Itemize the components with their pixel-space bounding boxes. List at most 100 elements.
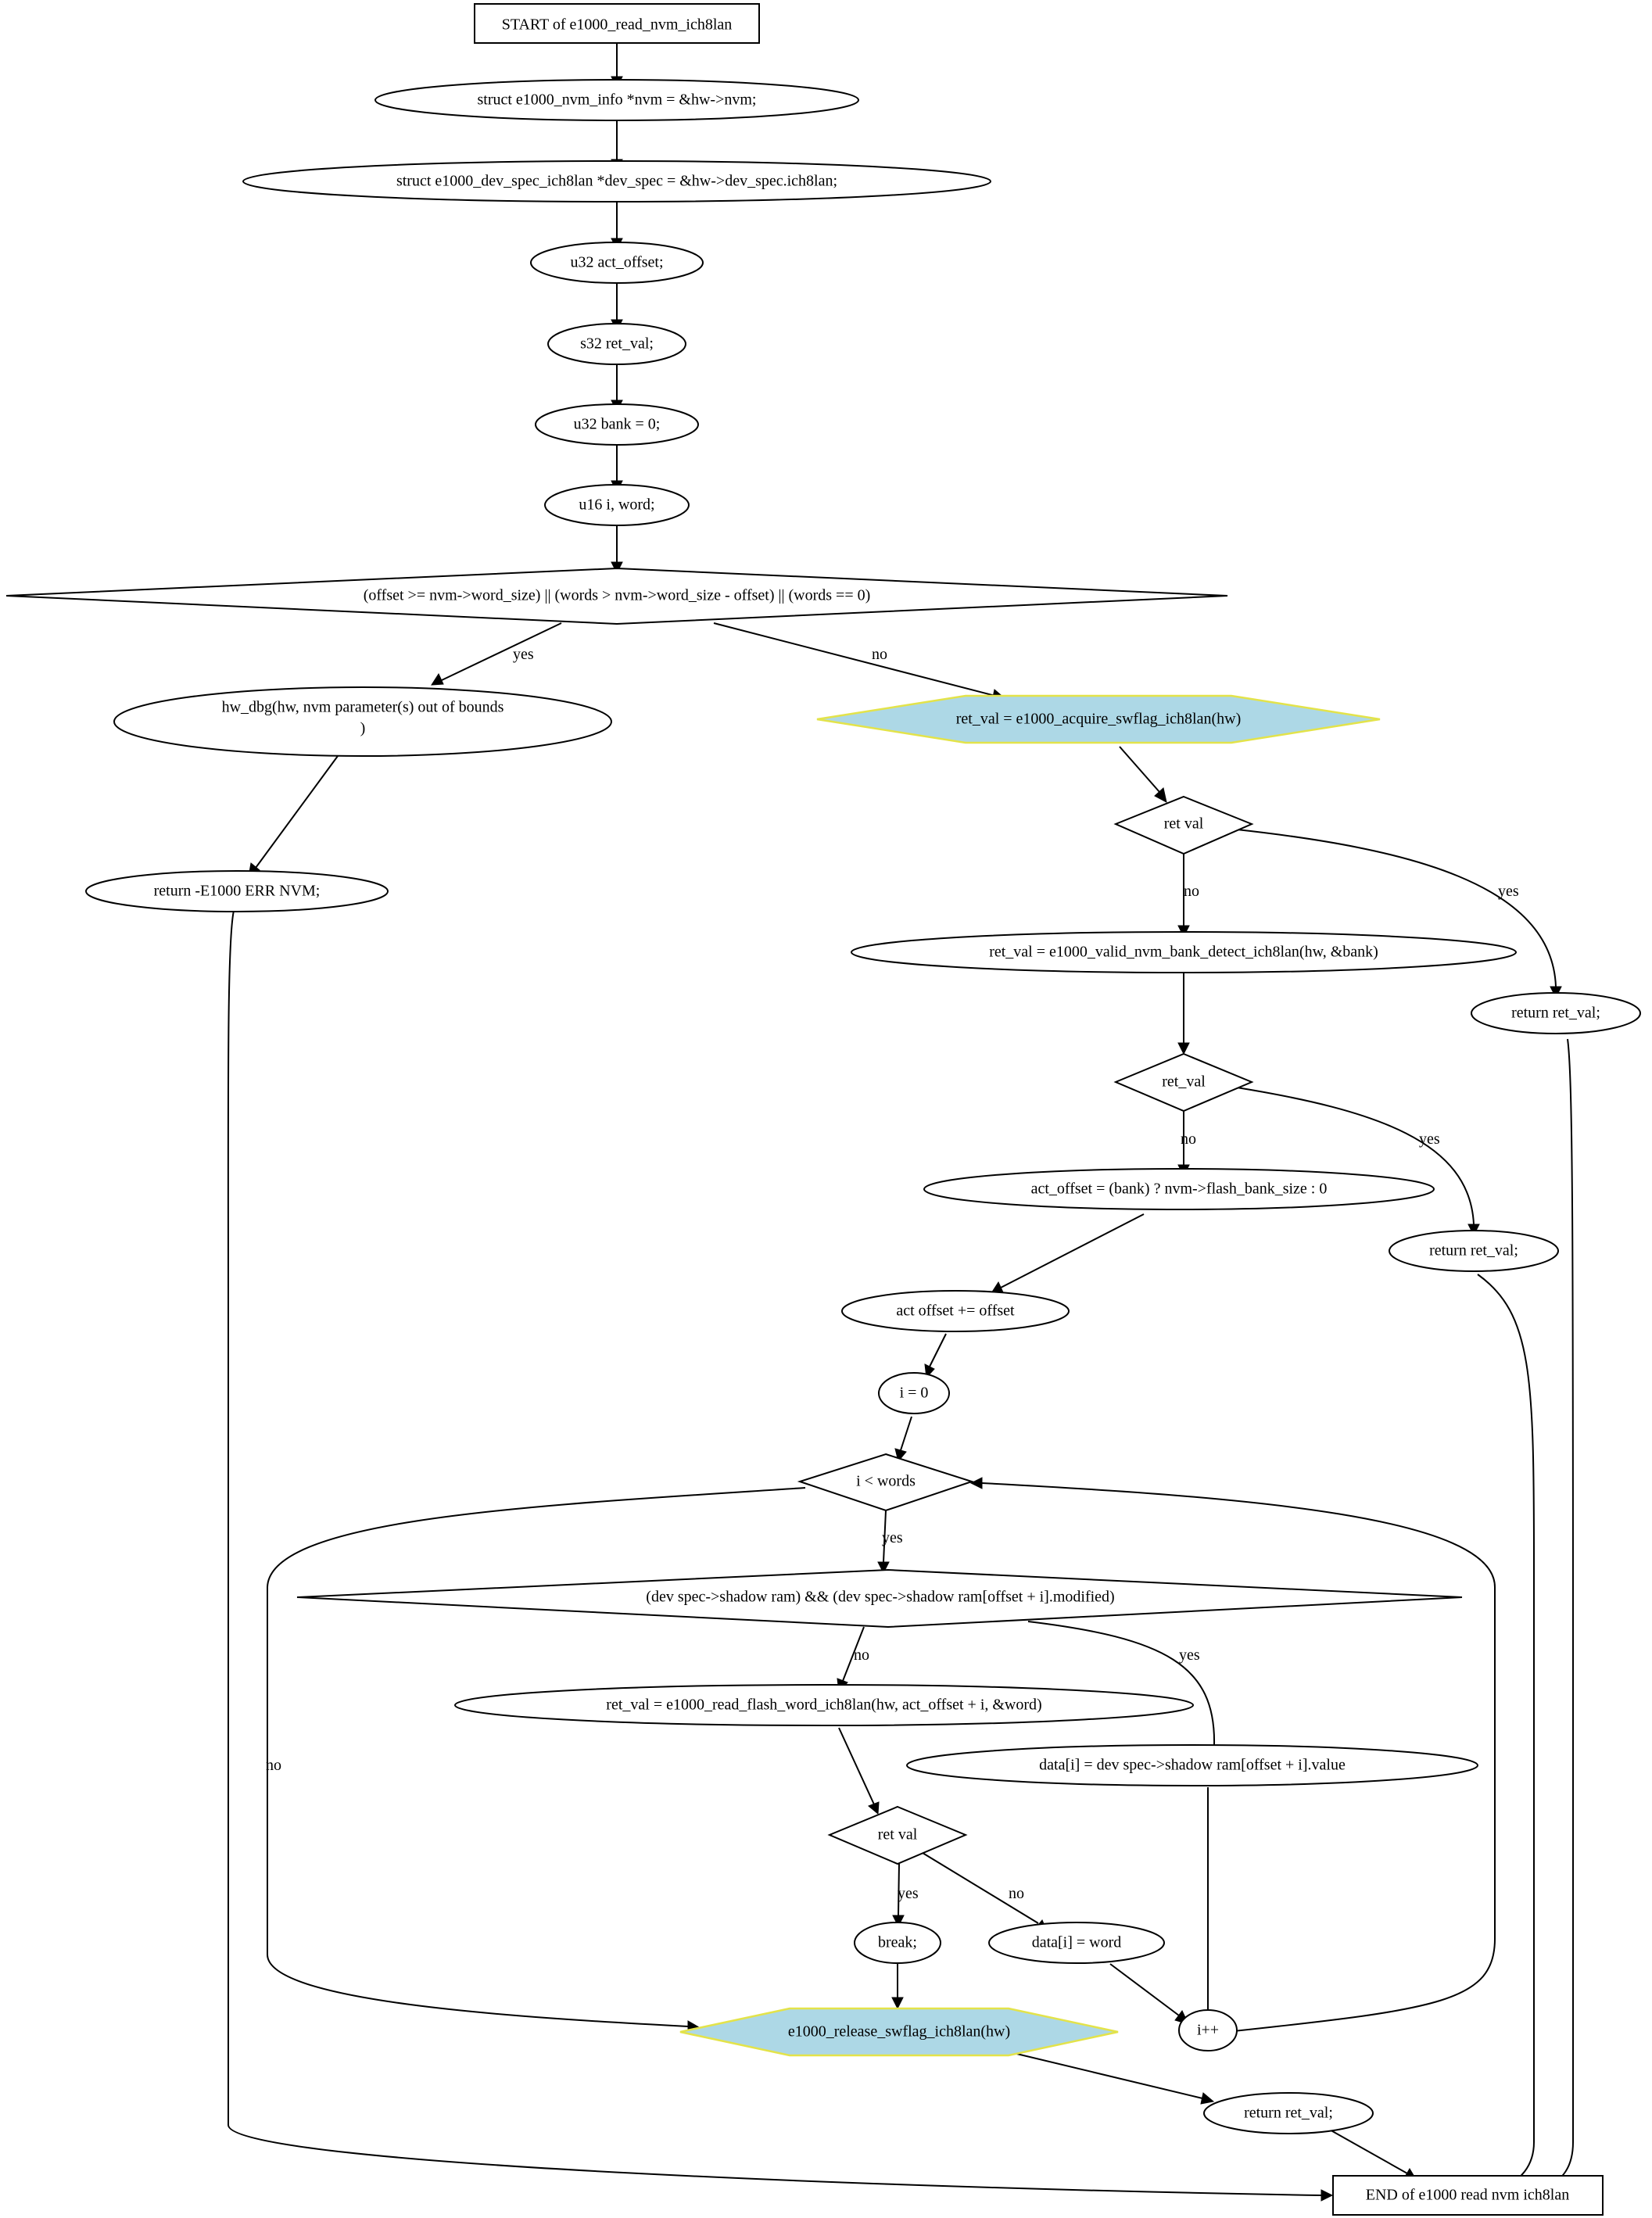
node-i-inc[interactable]: i++ bbox=[1178, 2009, 1238, 2051]
edge-label-rv2-yes: yes bbox=[1419, 1130, 1440, 1148]
edge-label-rv3-no: no bbox=[1009, 1885, 1024, 1902]
edge-loop-yes bbox=[883, 1510, 887, 1563]
edge-label-loop-no: no bbox=[266, 1757, 281, 1774]
node-return-1[interactable]: return ret_val; bbox=[1471, 992, 1641, 1034]
node-decl-nvm-label: struct e1000_nvm_info *nvm = &hw->nvm; bbox=[478, 91, 757, 109]
node-return-err[interactable]: return -E1000 ERR NVM; bbox=[85, 870, 389, 912]
arrowhead bbox=[1200, 2092, 1215, 2105]
node-return-1-label: return ret_val; bbox=[1511, 1005, 1600, 1022]
arrowhead bbox=[1321, 2189, 1334, 2202]
edge-rv2-yes bbox=[1236, 1087, 1475, 1225]
node-decl-dev-spec[interactable]: struct e1000_dev_spec_ich8lan *dev_spec … bbox=[242, 160, 991, 202]
edge-iinit-to-loop bbox=[900, 1416, 912, 1451]
node-return-err-label: return -E1000 ERR NVM; bbox=[154, 883, 321, 900]
node-decl-i-word[interactable]: u16 i, word; bbox=[544, 484, 690, 526]
edge-actassign-to-actadd bbox=[1000, 1213, 1145, 1288]
node-cond-shadow[interactable]: (dev spec->shadow ram) && (dev spec->sha… bbox=[296, 1568, 1463, 1629]
node-decl-i-word-label: u16 i, word; bbox=[579, 496, 654, 514]
node-shadow-assign-label: data[i] = dev spec->shadow ram[offset + … bbox=[1039, 1757, 1346, 1774]
node-shadow-assign[interactable]: data[i] = dev spec->shadow ram[offset + … bbox=[906, 1744, 1478, 1786]
node-act-offset-add[interactable]: act offset += offset bbox=[841, 1290, 1070, 1332]
edge-label-shadow-no: no bbox=[854, 1646, 869, 1664]
arrowhead bbox=[431, 672, 444, 686]
node-data-word-label: data[i] = word bbox=[1032, 1934, 1122, 1951]
edge-bounds-no bbox=[713, 622, 996, 697]
edge-shadow-yes bbox=[1027, 1621, 1216, 1746]
edge-label-bounds-no: no bbox=[872, 646, 887, 663]
arrowhead bbox=[868, 1801, 880, 1815]
node-decl-dev-spec-label: struct e1000_dev_spec_ich8lan *dev_spec … bbox=[396, 173, 837, 190]
node-return-3[interactable]: return ret_val; bbox=[1203, 2092, 1374, 2134]
node-acquire[interactable]: ret_val = e1000_acquire_swflag_ich8lan(h… bbox=[816, 694, 1381, 744]
node-return-2-label: return ret_val; bbox=[1429, 1242, 1518, 1259]
edge-labels: yes no no yes no yes yes no no yes yes n… bbox=[266, 646, 1519, 1902]
edge-label-bounds-yes: yes bbox=[513, 646, 534, 663]
node-i-inc-label: i++ bbox=[1197, 2022, 1219, 2039]
node-hw-dbg[interactable]: hw_dbg(hw, nvm parameter(s) out of bound… bbox=[113, 686, 612, 757]
node-hw-dbg-label-line2: ) bbox=[360, 720, 366, 737]
node-decl-bank[interactable]: u32 bank = 0; bbox=[535, 403, 699, 446]
node-decl-ret-val[interactable]: s32 ret_val; bbox=[547, 323, 686, 365]
edge-label-loop-yes: yes bbox=[882, 1529, 903, 1546]
node-break[interactable]: break; bbox=[854, 1922, 941, 1964]
node-start[interactable]: START of e1000_read_nvm_ich8lan bbox=[474, 3, 760, 44]
node-cond-ret-val-3[interactable]: ret val bbox=[827, 1805, 968, 1865]
node-act-offset-assign[interactable]: act_offset = (bank) ? nvm->flash_bank_si… bbox=[923, 1168, 1435, 1210]
edge-acquire-to-rv1 bbox=[1119, 746, 1160, 793]
edge-bounds-yes bbox=[441, 622, 562, 681]
node-read-flash[interactable]: ret_val = e1000_read_flash_word_ich8lan(… bbox=[454, 1684, 1194, 1726]
edge-readflash-to-rv3 bbox=[838, 1727, 875, 1805]
node-i-init[interactable]: i = 0 bbox=[878, 1372, 950, 1414]
node-bank-detect[interactable]: ret_val = e1000_valid_nvm_bank_detect_ic… bbox=[851, 931, 1517, 973]
node-cond-ret-val-1[interactable]: ret val bbox=[1113, 795, 1254, 855]
arrowhead bbox=[1177, 1042, 1190, 1055]
node-release[interactable]: e1000_release_swflag_ich8lan(hw) bbox=[679, 2007, 1119, 2057]
node-act-offset-assign-label: act_offset = (bank) ? nvm->flash_bank_si… bbox=[1031, 1181, 1328, 1198]
node-return-2[interactable]: return ret_val; bbox=[1389, 1230, 1559, 1272]
node-return-3-label: return ret_val; bbox=[1244, 2105, 1333, 2122]
node-hw-dbg-label-line1: hw_dbg(hw, nvm parameter(s) out of bound… bbox=[222, 699, 504, 716]
node-cond-ret-val-1-label: ret val bbox=[1164, 815, 1204, 833]
node-decl-act-offset[interactable]: u32 act_offset; bbox=[530, 242, 704, 284]
edge-shadow-no bbox=[842, 1626, 865, 1682]
edges bbox=[227, 43, 1574, 2202]
edge-label-shadow-yes: yes bbox=[1179, 1646, 1200, 1664]
nodes: START of e1000_read_nvm_ich8lan struct e… bbox=[5, 3, 1641, 2216]
edge-rv1-yes bbox=[1236, 829, 1557, 987]
node-cond-loop-label: i < words bbox=[856, 1473, 916, 1490]
node-cond-ret-val-2[interactable]: ret_val bbox=[1113, 1052, 1254, 1113]
node-act-offset-add-label: act offset += offset bbox=[896, 1302, 1015, 1320]
node-acquire-label: ret_val = e1000_acquire_swflag_ich8lan(h… bbox=[956, 711, 1241, 728]
node-cond-bounds-label: (offset >= nvm->word_size) || (words > n… bbox=[364, 587, 871, 604]
edge-label-rv3-yes: yes bbox=[898, 1885, 919, 1902]
node-cond-bounds[interactable]: (offset >= nvm->word_size) || (words > n… bbox=[5, 567, 1228, 625]
node-decl-act-offset-label: u32 act_offset; bbox=[570, 254, 663, 271]
arrowhead bbox=[1154, 787, 1167, 803]
node-decl-bank-label: u32 bank = 0; bbox=[574, 416, 661, 433]
edge-label-rv2-no: no bbox=[1181, 1130, 1196, 1148]
arrowhead bbox=[969, 1477, 983, 1489]
arrowhead bbox=[877, 1561, 890, 1575]
arrowhead bbox=[892, 1915, 905, 1928]
node-start-label: START of e1000_read_nvm_ich8lan bbox=[502, 16, 733, 34]
edge-iinc-back-to-loop bbox=[981, 1482, 1496, 2032]
edge-actadd-to-iinit bbox=[929, 1333, 947, 1367]
node-cond-loop[interactable]: i < words bbox=[797, 1453, 975, 1512]
node-break-label: break; bbox=[878, 1934, 917, 1951]
edge-returnerr-to-end bbox=[227, 907, 1322, 2196]
arrowhead bbox=[891, 1997, 904, 2010]
node-cond-shadow-label: (dev spec->shadow ram) && (dev spec->sha… bbox=[646, 1589, 1114, 1606]
node-decl-nvm[interactable]: struct e1000_nvm_info *nvm = &hw->nvm; bbox=[374, 79, 859, 121]
node-end-label: END of e1000 read nvm ich8lan bbox=[1366, 2187, 1569, 2204]
node-data-word[interactable]: data[i] = word bbox=[988, 1922, 1165, 1964]
edge-loop-no bbox=[267, 1487, 806, 2027]
node-i-init-label: i = 0 bbox=[900, 1385, 929, 1402]
edge-return3-to-end bbox=[1321, 2124, 1408, 2174]
node-read-flash-label: ret_val = e1000_read_flash_word_ich8lan(… bbox=[606, 1697, 1041, 1714]
edge-return2-to-end bbox=[1477, 1274, 1535, 2190]
node-release-label: e1000_release_swflag_ich8lan(hw) bbox=[788, 2023, 1010, 2041]
node-end[interactable]: END of e1000 read nvm ich8lan bbox=[1332, 2175, 1604, 2216]
edge-label-rv1-no: no bbox=[1184, 883, 1199, 900]
node-cond-ret-val-3-label: ret val bbox=[878, 1826, 918, 1844]
